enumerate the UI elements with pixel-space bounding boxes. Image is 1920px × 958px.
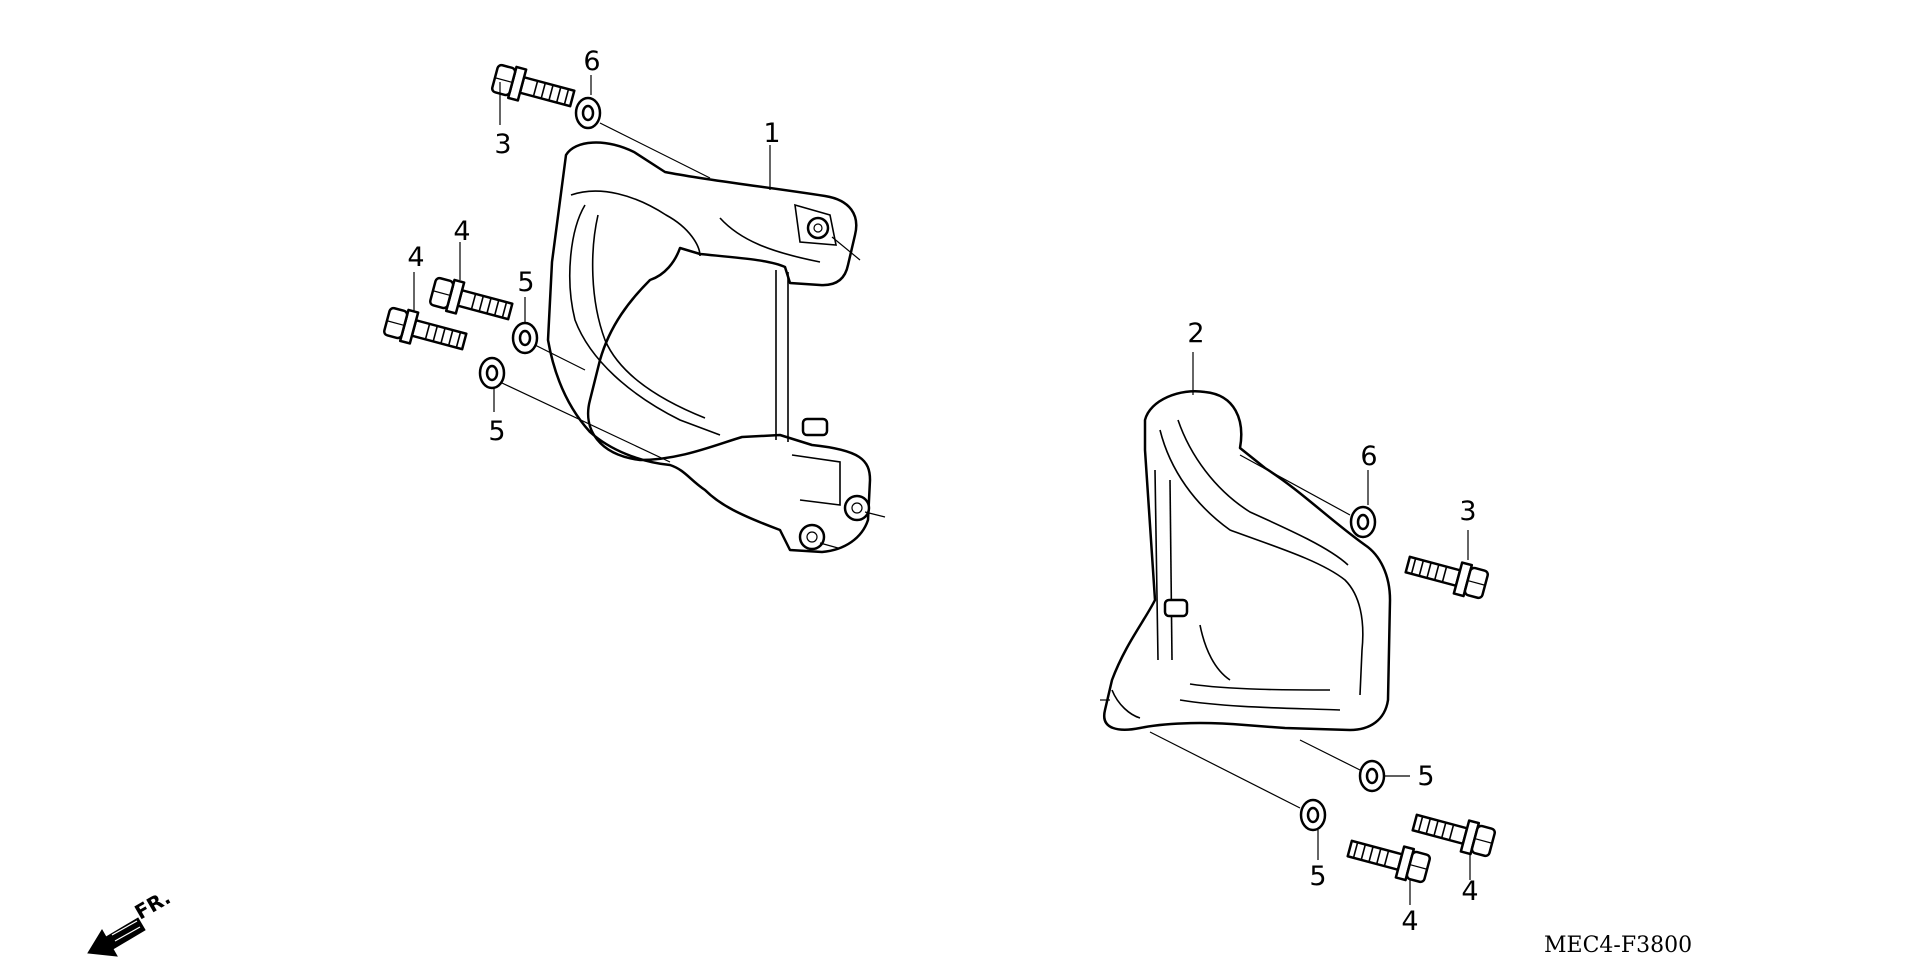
callout-3-right: 3 (1459, 496, 1476, 527)
callout-6-right: 6 (1360, 441, 1377, 472)
callout-5-left-lower: 5 (488, 416, 505, 447)
callout-2: 2 (1187, 318, 1204, 349)
leader-lines (413, 75, 1471, 905)
callout-4-right-lower: 4 (1401, 906, 1418, 937)
callout-6-left: 6 (583, 46, 600, 77)
bolt-3-right (1402, 547, 1491, 602)
callout-1: 1 (763, 118, 780, 149)
bolt-4-right-a (1409, 805, 1498, 860)
diagram-code: MEC4-F3800 (1544, 933, 1692, 958)
bolt-4-right-b (1344, 831, 1433, 886)
washer-6-upper-left (574, 96, 602, 130)
bracket-2 (1100, 389, 1392, 732)
washer-6-right (1349, 505, 1377, 539)
washer-5-right-b (1299, 798, 1327, 832)
callout-5-right-upper: 5 (1417, 761, 1434, 792)
bracket-1 (546, 141, 886, 554)
front-direction-arrow-icon (87, 917, 146, 957)
callout-4-left-upper: 4 (453, 216, 470, 247)
washer-5-left-a (511, 321, 539, 355)
washer-5-right-a (1358, 759, 1386, 793)
bolt-4-left-a (427, 274, 516, 329)
bolt-3-upper-left (489, 61, 578, 116)
callout-5-right-lower: 5 (1309, 861, 1326, 892)
callout-4-right-upper: 4 (1461, 876, 1478, 907)
assembly-lines (501, 122, 1361, 809)
washer-5-left-b (478, 356, 506, 390)
callout-3-upper-left: 3 (494, 129, 511, 160)
callout-5-left-upper: 5 (517, 267, 534, 298)
callout-4-left-lower: 4 (407, 242, 424, 273)
